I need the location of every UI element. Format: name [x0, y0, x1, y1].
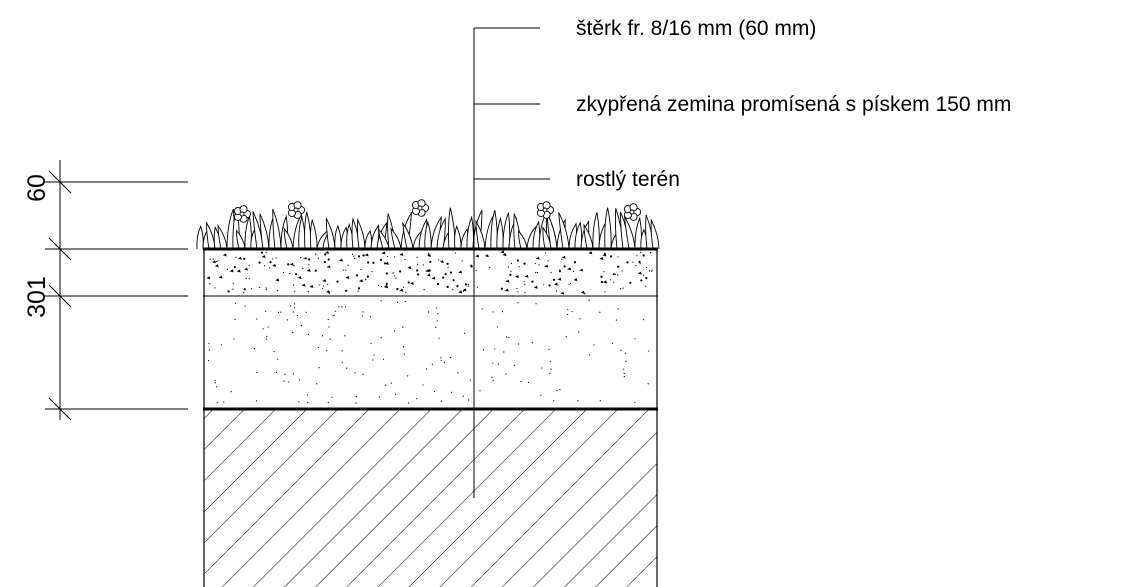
dim-tick-1: [48, 170, 72, 194]
native-soil-layer: [204, 410, 657, 587]
dim-tick-3: [48, 284, 72, 308]
label-soil-mix: zkypřená zemina promísená s pískem 150 m…: [576, 93, 1011, 116]
leader: [473, 27, 550, 498]
vegetation-layer: [196, 199, 660, 250]
label-native-soil: rostlý terén: [576, 168, 680, 191]
label-gravel: štěrk fr. 8/16 mm (60 mm): [576, 17, 816, 40]
dim-label-top: 60: [23, 174, 51, 202]
dimension-chain: 60 301: [23, 160, 188, 421]
dim-tick-2: [48, 237, 72, 261]
sand-soil-layer: [207, 299, 650, 404]
dim-tick-4: [48, 397, 72, 421]
gravel-layer: [206, 250, 653, 295]
dim-label-middle: 301: [23, 276, 51, 318]
